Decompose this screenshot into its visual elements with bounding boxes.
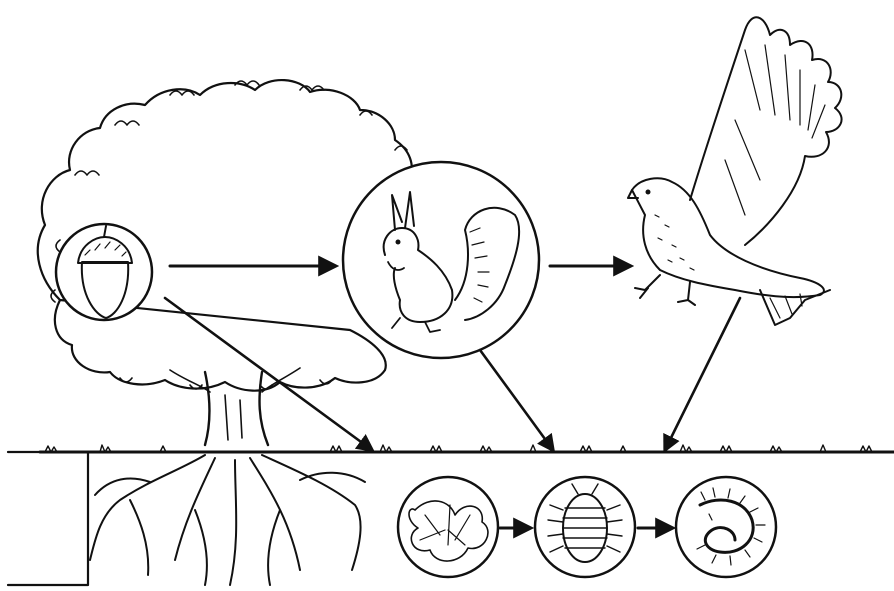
arrow-squirrel-to-ground (480, 350, 553, 450)
oak-tree-icon (38, 80, 416, 585)
soil-bracket (8, 452, 88, 585)
acorn-circle (56, 224, 152, 320)
fungi-circle (398, 477, 498, 577)
hawk-icon (628, 17, 842, 325)
squirrel-node (343, 162, 539, 358)
arrow-hawk-to-ground (665, 298, 740, 450)
woodlouse-node (535, 477, 635, 577)
squirrel-circle (343, 162, 539, 358)
fungi-node (398, 477, 498, 577)
ground-line (40, 445, 894, 452)
acorn-node (56, 224, 152, 320)
centipede-node (676, 477, 776, 577)
